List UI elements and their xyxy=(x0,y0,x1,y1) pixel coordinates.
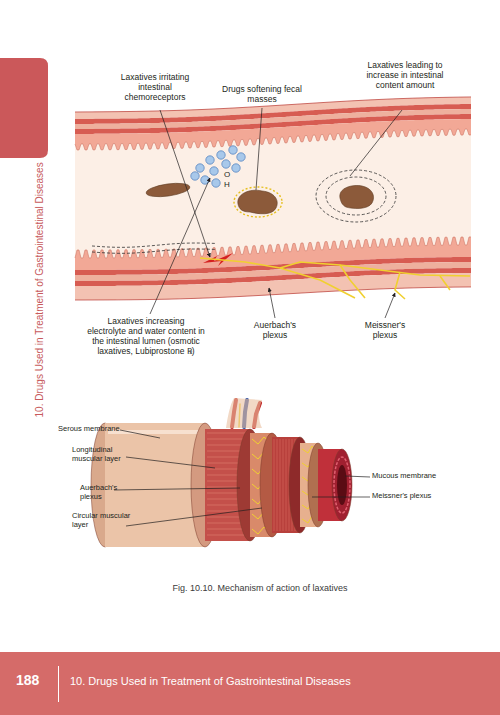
water-bubble xyxy=(237,153,245,161)
footer-band: 188 10. Drugs Used in Treatment of Gastro… xyxy=(0,652,500,715)
wall-outline xyxy=(75,287,471,300)
water-bubble xyxy=(229,146,237,154)
leader-line xyxy=(312,497,370,498)
volume-contour xyxy=(326,177,386,215)
serous-layer xyxy=(75,273,471,300)
leader-line xyxy=(120,430,160,438)
muscle-striation xyxy=(280,439,281,531)
nerve-fiber xyxy=(280,262,470,276)
part-label: Serous membrane xyxy=(58,425,138,434)
chapter-side-title: 10. Drugs Used in Treatment of Gastroint… xyxy=(34,160,46,420)
figure-caption: Fig. 10.10. Mechanism of action of laxat… xyxy=(120,583,400,594)
muscle-striation xyxy=(286,439,287,531)
part-label: Meissner's plexus xyxy=(355,320,415,340)
part-label: Meissner's plexus xyxy=(372,492,462,501)
muscle-striation xyxy=(207,535,249,536)
lumen-opening xyxy=(337,465,347,505)
footer-divider xyxy=(58,666,59,702)
water-bubble xyxy=(232,164,240,172)
water-bubble xyxy=(217,151,225,159)
distension-line xyxy=(92,249,216,253)
mechanism-label: Laxatives increasing electrolyte and wat… xyxy=(87,316,205,356)
water-bubble xyxy=(212,179,220,187)
leader-line xyxy=(126,508,262,526)
part-label: Auerbach's plexus xyxy=(245,320,305,340)
leader-line xyxy=(350,110,402,176)
chemical-symbol: O xyxy=(224,170,234,179)
muscle-striation xyxy=(274,439,275,531)
villi-outline xyxy=(75,237,471,258)
water-bubble xyxy=(191,172,199,180)
leader-line xyxy=(256,108,262,190)
leader-line xyxy=(345,476,370,477)
chapter-tab xyxy=(0,58,48,158)
muscle-striation xyxy=(207,433,249,434)
fecal-mass xyxy=(238,190,277,214)
leader-line xyxy=(150,178,210,314)
mechanism-label: Laxatives irritating intestinal chemorec… xyxy=(109,72,201,102)
villi-outline xyxy=(75,129,471,150)
nerve-fiber xyxy=(395,272,405,299)
running-title: 10. Drugs Used in Treatment of Gastroint… xyxy=(70,675,351,687)
water-bubble xyxy=(210,167,218,175)
water-bubble xyxy=(206,156,214,164)
serous-membrane xyxy=(105,423,205,547)
water-bubble xyxy=(222,160,230,168)
mechanism-label: Laxatives leading to increase in intesti… xyxy=(366,60,444,90)
mesentery xyxy=(226,398,262,428)
leader-line xyxy=(114,488,240,490)
distension-line xyxy=(92,243,216,247)
mucosal-folds xyxy=(334,457,350,513)
volume-contour xyxy=(316,170,396,222)
nerve-fiber xyxy=(440,276,450,290)
page-number: 188 xyxy=(16,672,39,688)
part-label: Circular muscular layer xyxy=(72,512,132,530)
softening-outline xyxy=(234,187,282,217)
fecal-mass xyxy=(340,186,374,209)
nerve-fiber xyxy=(340,265,365,298)
part-label: Mucous membrane xyxy=(372,472,462,481)
mucosa-villi xyxy=(75,119,471,150)
fecal-mass xyxy=(145,181,190,199)
leader-line xyxy=(269,288,275,318)
water-bubble xyxy=(196,164,204,172)
leader-line xyxy=(126,457,215,468)
part-label: Longitudinal muscular layer xyxy=(72,446,132,464)
leader-line xyxy=(385,293,395,318)
mechanism-label: Drugs softening fecal masses xyxy=(222,84,302,104)
lumen-face xyxy=(332,449,352,521)
part-label: Auerbach's plexus xyxy=(80,484,125,502)
muscle-striation xyxy=(283,439,284,531)
muscle-striation xyxy=(277,439,278,531)
chemical-symbol: H xyxy=(224,180,234,189)
